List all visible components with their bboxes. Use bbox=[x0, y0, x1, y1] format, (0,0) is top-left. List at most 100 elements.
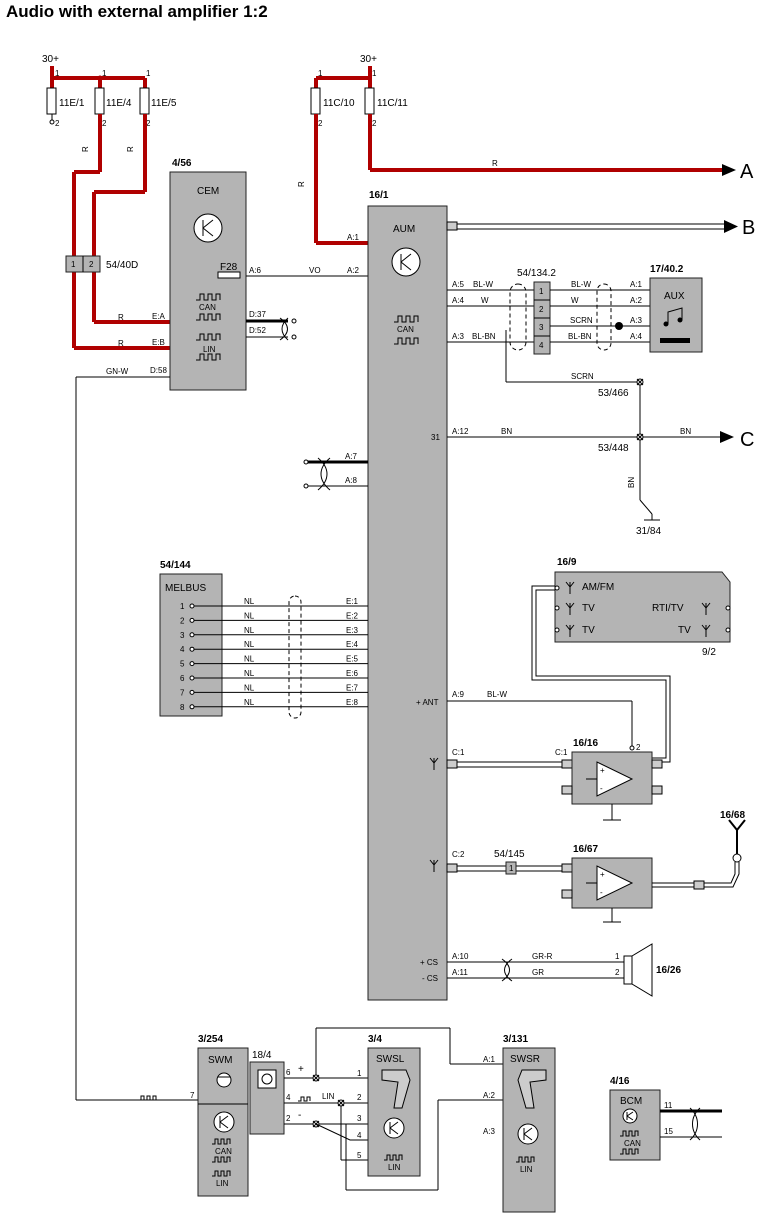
fuse-pin: 2 bbox=[102, 119, 107, 128]
cem-can: CAN bbox=[199, 303, 216, 312]
pin-label: E:5 bbox=[346, 655, 359, 664]
wire-color: NL bbox=[244, 669, 255, 678]
antenna-label: TV bbox=[582, 603, 595, 614]
melbus-pin-label: 4 bbox=[180, 645, 185, 654]
fuse-11e4 bbox=[94, 87, 105, 115]
pin-label: 11 bbox=[664, 1101, 673, 1110]
pin-label: A:5 bbox=[452, 280, 465, 289]
pin-label: E:A bbox=[152, 312, 166, 321]
pin-label: 1 bbox=[357, 1069, 362, 1078]
pin-label: A:2 bbox=[483, 1091, 496, 1100]
pin-label: A:2 bbox=[630, 296, 643, 305]
pin-label: A:10 bbox=[452, 952, 469, 961]
swsr-module: 3/131 SWSR LIN bbox=[502, 1034, 556, 1213]
fuse-11e1 bbox=[46, 87, 57, 115]
arrow-label-b: B bbox=[742, 217, 755, 239]
fuse-label: 11E/1 bbox=[59, 98, 85, 109]
connector-pin: 1 bbox=[509, 864, 514, 873]
wire-color: BN bbox=[680, 427, 691, 436]
melbus-name: MELBUS bbox=[165, 583, 206, 594]
aux-module: 17/40.2 AUX bbox=[649, 264, 703, 353]
melbus-pin-label: 8 bbox=[180, 703, 185, 712]
pin-label: E:3 bbox=[346, 626, 359, 635]
pin-label: + CS bbox=[420, 958, 438, 967]
swm-lin: LIN bbox=[216, 1179, 229, 1188]
antenna-label: TV bbox=[678, 625, 691, 636]
fuse-label: 11E/5 bbox=[151, 98, 177, 109]
wire-color: NL bbox=[244, 597, 255, 606]
pin-label: 2 bbox=[286, 1114, 291, 1123]
wire-color: NL bbox=[244, 611, 255, 620]
fuse-pin: 1 bbox=[102, 69, 107, 78]
pin-label: 31 bbox=[431, 433, 440, 442]
connector-18-4: 18/4 6 4 2 + - LIN bbox=[249, 1050, 335, 1135]
melbus-pin-terminal bbox=[189, 675, 195, 681]
wire-color: R bbox=[126, 146, 135, 152]
aum-name: AUM bbox=[393, 224, 415, 235]
supply-right-label: 30+ bbox=[360, 54, 377, 65]
supply-right: 30+ 1 1 11C/10 11C/11 2 2 R A R A:1 30 bbox=[297, 54, 754, 249]
ground-label: 53/448 bbox=[598, 443, 629, 454]
cem-id: 4/56 bbox=[172, 158, 192, 169]
pin-label: A:9 bbox=[452, 690, 465, 699]
fuse-pin: 2 bbox=[146, 119, 151, 128]
wire-color: R bbox=[118, 339, 124, 348]
pin-label: A:7 bbox=[345, 452, 358, 461]
melbus-id: 54/144 bbox=[160, 560, 191, 571]
melbus-pin-label: 6 bbox=[180, 674, 185, 683]
swm-can: CAN bbox=[215, 1147, 232, 1156]
pin-label: 2 bbox=[615, 968, 620, 977]
pin-label: A:1 bbox=[483, 1055, 496, 1064]
pin-label: 15 bbox=[664, 1127, 673, 1136]
fuse-label: 11C/10 bbox=[323, 98, 355, 109]
pin-label: A:1 bbox=[347, 233, 360, 242]
melbus-pin-label: 5 bbox=[180, 660, 185, 669]
cem-name: CEM bbox=[197, 186, 219, 197]
antenna-module-id: 16/9 bbox=[557, 557, 577, 568]
wire-color: R bbox=[118, 313, 124, 322]
pin-label: A:4 bbox=[452, 296, 465, 305]
pin-label: E:7 bbox=[346, 683, 359, 692]
melbus-pin-terminal bbox=[189, 689, 195, 695]
wire-color: R bbox=[297, 181, 306, 187]
pin-label: E:6 bbox=[346, 669, 359, 678]
steering-wiring: 1 2 3 4 5 A:1 A:2 A:3 bbox=[284, 1027, 503, 1191]
melbus-pin-terminal bbox=[189, 646, 195, 652]
wire-color: BL-W bbox=[571, 280, 591, 289]
amp-sign: - bbox=[600, 888, 603, 897]
ground-31: 31 A:12 BN BN C 53/448 BN 31/84 bbox=[431, 427, 754, 537]
wire-color: W bbox=[571, 296, 579, 305]
wire-color: GR bbox=[532, 968, 544, 977]
pin-label: E:2 bbox=[346, 611, 359, 620]
connector-54-40d: 1 2 54/40D bbox=[65, 255, 138, 273]
arrow-label-c: C bbox=[740, 429, 754, 451]
antenna-ref: 9/2 bbox=[702, 647, 716, 658]
ground-label: 53/466 bbox=[598, 388, 629, 399]
swm-name: SWM bbox=[208, 1055, 232, 1066]
speaker-id: 16/26 bbox=[656, 965, 681, 976]
melbus-pin-label: 7 bbox=[180, 688, 185, 697]
arrow-label-a: A bbox=[740, 161, 754, 183]
connector-label: 54/134.2 bbox=[517, 268, 556, 279]
pin-label: 4 bbox=[286, 1093, 291, 1102]
pin-label: A:2 bbox=[347, 266, 360, 275]
pin-label: E:8 bbox=[346, 698, 359, 707]
amp-16-16-id: 16/16 bbox=[573, 738, 598, 749]
melbus-pin-terminal bbox=[189, 632, 195, 638]
connector-label: 54/145 bbox=[494, 849, 525, 860]
swsl-name: SWSL bbox=[376, 1054, 405, 1065]
fuse-11e5 bbox=[139, 87, 150, 115]
bcm-can: CAN bbox=[624, 1139, 641, 1148]
wire-color: SCRN bbox=[570, 316, 593, 325]
amp-sign: - bbox=[600, 784, 603, 793]
pin-label: 7 bbox=[190, 1091, 195, 1100]
wire-color: NL bbox=[244, 683, 255, 692]
ground-label: 31/84 bbox=[636, 526, 661, 537]
wire-color: NL bbox=[244, 640, 255, 649]
amp-sign: + bbox=[600, 870, 605, 879]
wire-color: R bbox=[492, 159, 498, 168]
aum-module: 16/1 AUM CAN B bbox=[367, 190, 755, 1001]
melbus-pin-label: 2 bbox=[180, 616, 185, 625]
bcm-id: 4/16 bbox=[610, 1076, 630, 1087]
